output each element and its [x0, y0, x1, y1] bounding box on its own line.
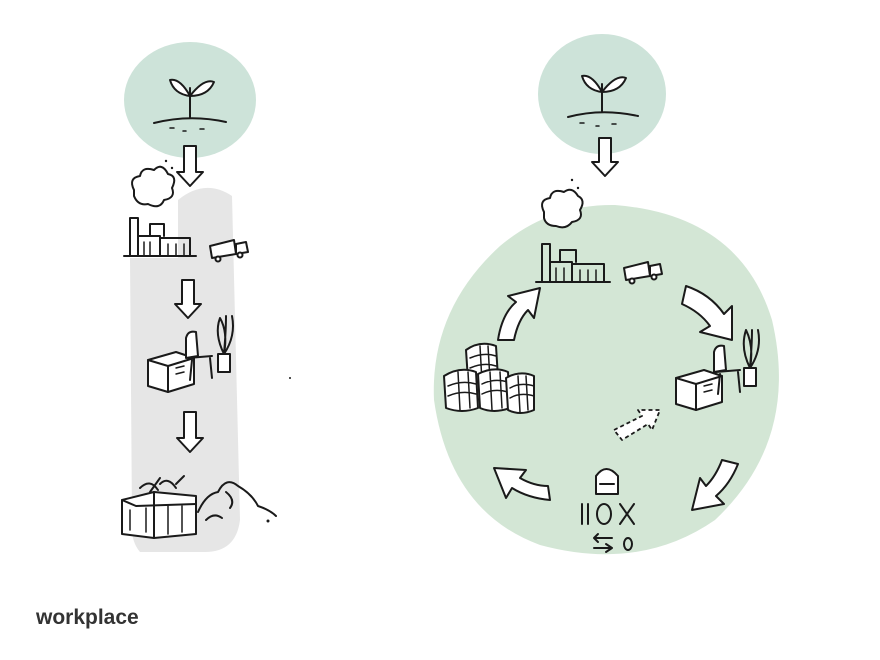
caption-label: workplace	[36, 606, 139, 629]
loop-arrow-icon	[691, 459, 739, 511]
down-arrow-icon	[174, 279, 202, 319]
dashed-return-arrow-icon	[613, 409, 661, 441]
box-chair-plant-icon	[147, 315, 234, 393]
circular-model	[433, 34, 779, 555]
down-arrow-icon	[176, 411, 204, 453]
sprout-icon	[124, 42, 256, 158]
waste-bin-icon	[121, 377, 291, 539]
truck-icon	[623, 261, 663, 285]
loop-arrow-icon	[493, 467, 551, 501]
truck-icon	[209, 239, 249, 263]
box-chair-plant-icon	[675, 329, 760, 411]
factory-icon	[123, 159, 197, 257]
linear-model	[121, 42, 291, 552]
down-arrow-icon	[591, 137, 619, 177]
down-arrow-icon	[176, 145, 204, 187]
loop-arrow-icon	[681, 285, 733, 341]
loop-arrow-icon	[497, 287, 541, 341]
recycled-bales-icon	[443, 342, 535, 414]
factory-icon	[535, 178, 611, 283]
sprout-icon	[538, 34, 666, 154]
repair-tools-icon	[581, 468, 635, 553]
